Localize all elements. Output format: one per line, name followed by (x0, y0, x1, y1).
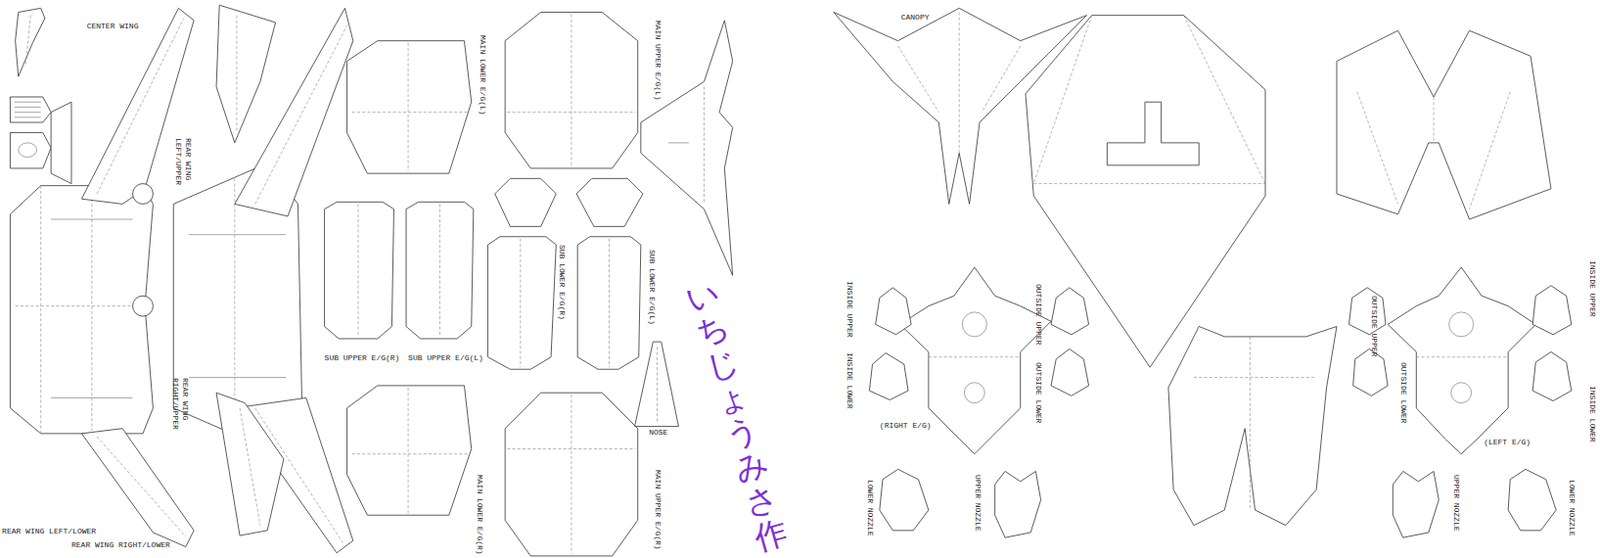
part-name: SUB UPPER E/G(L) (408, 353, 484, 364)
part-name: OUTSIDE LOWER (1398, 362, 1409, 423)
part-name: UPPER NOZZLE (1451, 474, 1462, 532)
part-name: INSIDE UPPER (844, 280, 855, 338)
part-name: LOWER NOZZLE (865, 479, 875, 537)
part-name: REAR WING RIGHT/UPPER (170, 377, 190, 439)
part-name: MAIN LOWER E/G(R) (474, 474, 485, 555)
part-name: REAR WING RIGHT/LOWER (71, 540, 171, 550)
part-name: OUTSIDE UPPER (1033, 283, 1044, 345)
part-name: REAR WING LEFT/UPPER (173, 137, 193, 199)
part-name: LOWER NOZZLE (1566, 479, 1577, 537)
part-name: MAIN UPPER E/G(L) (652, 20, 663, 101)
part-name: REAR WING LEFT/LOWER (1, 526, 96, 537)
part-name: MAIN LOWER E/G(L) (477, 35, 488, 116)
part-name: (RIGHT E/G) (879, 420, 932, 431)
part-name: OUTSIDE LOWER (1033, 362, 1044, 423)
part-name: INSIDE LOWER (1587, 385, 1598, 443)
part-name: NOSE (648, 427, 668, 438)
signature: いちじょうみさ作 (682, 274, 792, 557)
part-name: INSIDE UPPER (1587, 260, 1598, 318)
part-name: CANOPY (901, 12, 930, 23)
part-name: (LEFT E/G) (1483, 437, 1531, 448)
part-name: UPPER NOZZLE (972, 474, 983, 532)
part-name: MAIN UPPER E/G(R) (652, 469, 663, 550)
part-name: SUB UPPER E/G(R) (324, 353, 401, 364)
part-name: INSIDE LOWER (844, 352, 855, 410)
part-name: SUB LOWER E/G(L) (646, 249, 657, 325)
part-name: SUB LOWER E/G(R) (556, 244, 567, 320)
part-name: OUTSIDE UPPER (1369, 295, 1379, 357)
part-name: CENTER WING (87, 21, 139, 32)
